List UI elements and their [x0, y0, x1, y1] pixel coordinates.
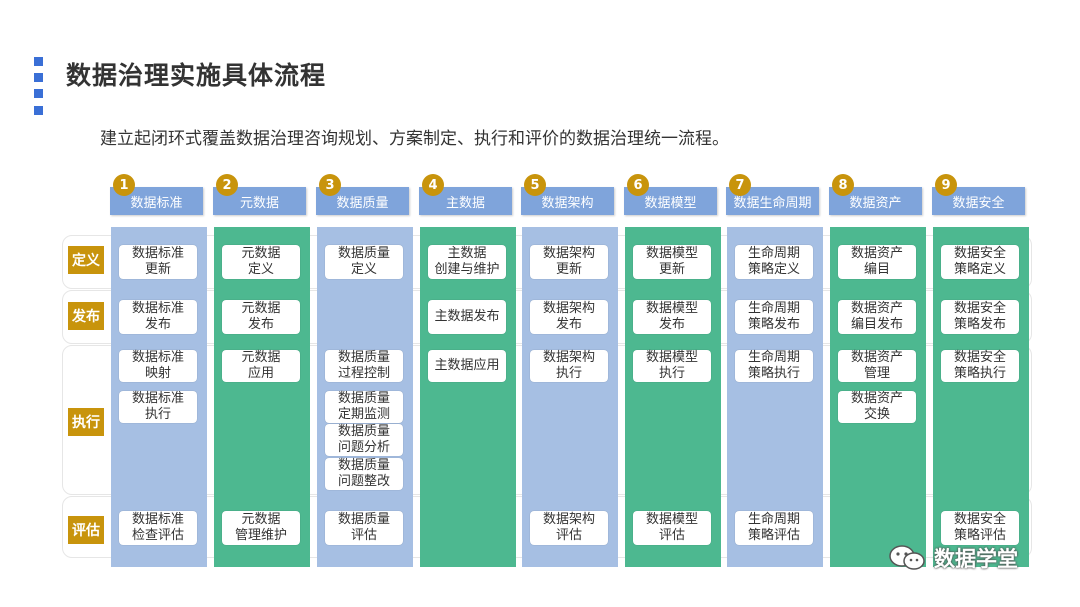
- row-label-execute: 执行: [68, 408, 104, 436]
- row-label-evaluate: 评估: [68, 516, 104, 544]
- column-header: 数据模型: [624, 187, 717, 215]
- column-body: [214, 227, 310, 567]
- cell-define: 数据资产 编目: [838, 245, 916, 279]
- cell-publish: 数据标准 发布: [119, 300, 197, 334]
- cell-execute: 数据模型 执行: [633, 350, 711, 382]
- cell-publish: 数据安全 策略发布: [941, 300, 1019, 334]
- column-body: [933, 227, 1029, 567]
- cell-execute: 数据标准 映射: [119, 350, 197, 382]
- cell-define: 数据质量 定义: [325, 245, 403, 279]
- cell-execute: 数据架构 执行: [530, 350, 608, 382]
- cell-execute: 数据质量 问题分析: [325, 424, 403, 456]
- cell-publish: 元数据 发布: [222, 300, 300, 334]
- cell-execute: 数据安全 策略执行: [941, 350, 1019, 382]
- decor-square-2: [34, 73, 43, 82]
- step-number-badge: 3: [319, 174, 341, 196]
- step-number-badge: 4: [422, 174, 444, 196]
- step-number-badge: 6: [627, 174, 649, 196]
- cell-define: 数据安全 策略定义: [941, 245, 1019, 279]
- wechat-icon: [888, 544, 928, 572]
- column-header: 数据资产: [829, 187, 922, 215]
- column-body: [625, 227, 721, 567]
- cell-evaluate: 数据模型 评估: [633, 511, 711, 545]
- step-number-badge: 5: [524, 174, 546, 196]
- cell-execute: 生命周期 策略执行: [735, 350, 813, 382]
- cell-execute: 数据资产 交换: [838, 391, 916, 423]
- page-title: 数据治理实施具体流程: [66, 61, 327, 90]
- step-number-badge: 9: [935, 174, 957, 196]
- row-label-publish: 发布: [68, 302, 104, 330]
- column-body: [522, 227, 618, 567]
- cell-define: 生命周期 策略定义: [735, 245, 813, 279]
- step-number-badge: 1: [113, 174, 135, 196]
- column-body: [420, 227, 516, 567]
- cell-publish: 生命周期 策略发布: [735, 300, 813, 334]
- cell-define: 数据标准 更新: [119, 245, 197, 279]
- cell-execute: 元数据 应用: [222, 350, 300, 382]
- decor-square-1: [34, 57, 43, 66]
- cell-execute: 数据质量 过程控制: [325, 350, 403, 382]
- cell-evaluate: 数据架构 评估: [530, 511, 608, 545]
- step-number-badge: 8: [832, 174, 854, 196]
- watermark: 数据学堂: [888, 543, 1018, 573]
- column-header: 数据架构: [521, 187, 614, 215]
- cell-define: 元数据 定义: [222, 245, 300, 279]
- decor-square-3: [34, 89, 43, 98]
- cell-evaluate: 数据安全 策略评估: [941, 511, 1019, 545]
- column-body: [727, 227, 823, 567]
- watermark-text: 数据学堂: [934, 547, 1018, 571]
- cell-execute: 主数据应用: [428, 350, 506, 382]
- cell-define: 数据模型 更新: [633, 245, 711, 279]
- row-label-define: 定义: [68, 246, 104, 274]
- cell-evaluate: 数据标准 检查评估: [119, 511, 197, 545]
- cell-execute: 数据质量 定期监测: [325, 391, 403, 423]
- cell-execute: 数据资产 管理: [838, 350, 916, 382]
- cell-publish: 主数据发布: [428, 300, 506, 334]
- cell-publish: 数据资产 编目发布: [838, 300, 916, 334]
- step-number-badge: 7: [729, 174, 751, 196]
- page-subtitle: 建立起闭环式覆盖数据治理咨询规划、方案制定、执行和评价的数据治理统一流程。: [100, 129, 729, 149]
- cell-execute: 数据标准 执行: [119, 391, 197, 423]
- cell-publish: 数据模型 发布: [633, 300, 711, 334]
- cell-evaluate: 生命周期 策略评估: [735, 511, 813, 545]
- cell-define: 数据架构 更新: [530, 245, 608, 279]
- cell-execute: 数据质量 问题整改: [325, 458, 403, 490]
- step-number-badge: 2: [216, 174, 238, 196]
- cell-evaluate: 元数据 管理维护: [222, 511, 300, 545]
- cell-evaluate: 数据质量 评估: [325, 511, 403, 545]
- column-header: 元数据: [213, 187, 306, 215]
- decor-square-4: [34, 106, 43, 115]
- cell-publish: 数据架构 发布: [530, 300, 608, 334]
- cell-define: 主数据 创建与维护: [428, 245, 506, 279]
